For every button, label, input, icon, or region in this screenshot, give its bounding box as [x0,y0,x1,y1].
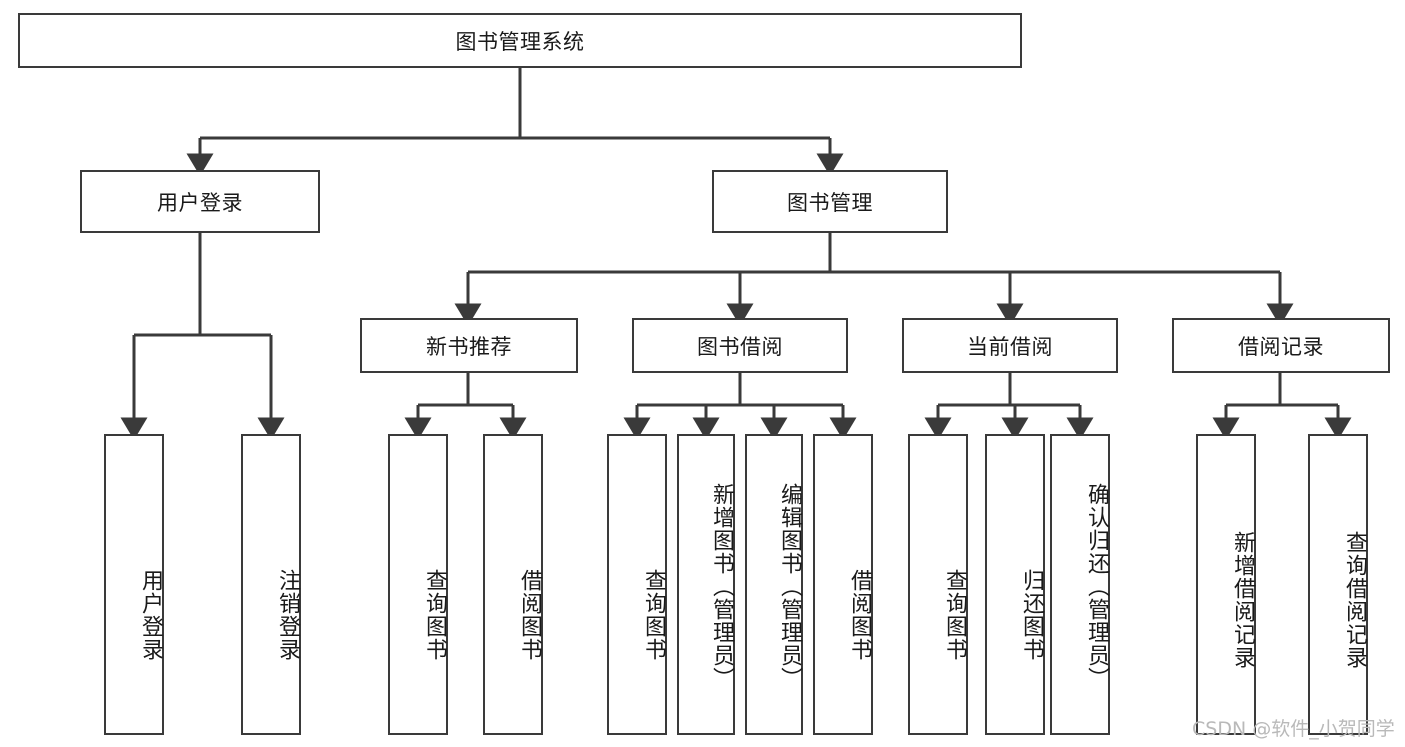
leaf-borrow-record-add-record[interactable]: 新增借阅记录 [1196,434,1256,735]
node-root-book-management-system[interactable]: 图书管理系统 [18,13,1022,68]
leaf-current-borrow-confirm-return-admin[interactable]: 确认归还（管理员） [1050,434,1110,735]
csdn-watermark: CSDN @软件_小贺同学 [1192,718,1395,740]
node-current-borrow[interactable]: 当前借阅 [902,318,1118,373]
leaf-new-book-query-book[interactable]: 查询图书 [388,434,448,735]
leaf-book-borrow-add-book-admin[interactable]: 新增图书（管理员） [677,434,735,735]
leaf-user-login-login[interactable]: 用户登录 [104,434,164,735]
node-new-book-recommendation[interactable]: 新书推荐 [360,318,578,373]
leaf-borrow-record-query-record[interactable]: 查询借阅记录 [1308,434,1368,735]
leaf-book-borrow-edit-book-admin[interactable]: 编辑图书（管理员） [745,434,803,735]
leaf-book-borrow-query-book[interactable]: 查询图书 [607,434,667,735]
leaf-new-book-borrow-book[interactable]: 借阅图书 [483,434,543,735]
leaf-current-borrow-query-book[interactable]: 查询图书 [908,434,968,735]
leaf-user-login-logout[interactable]: 注销登录 [241,434,301,735]
leaf-current-borrow-return-book[interactable]: 归还图书 [985,434,1045,735]
leaf-book-borrow-borrow-book[interactable]: 借阅图书 [813,434,873,735]
node-borrow-record[interactable]: 借阅记录 [1172,318,1390,373]
node-book-borrow[interactable]: 图书借阅 [632,318,848,373]
node-user-login[interactable]: 用户登录 [80,170,320,233]
node-book-management[interactable]: 图书管理 [712,170,948,233]
